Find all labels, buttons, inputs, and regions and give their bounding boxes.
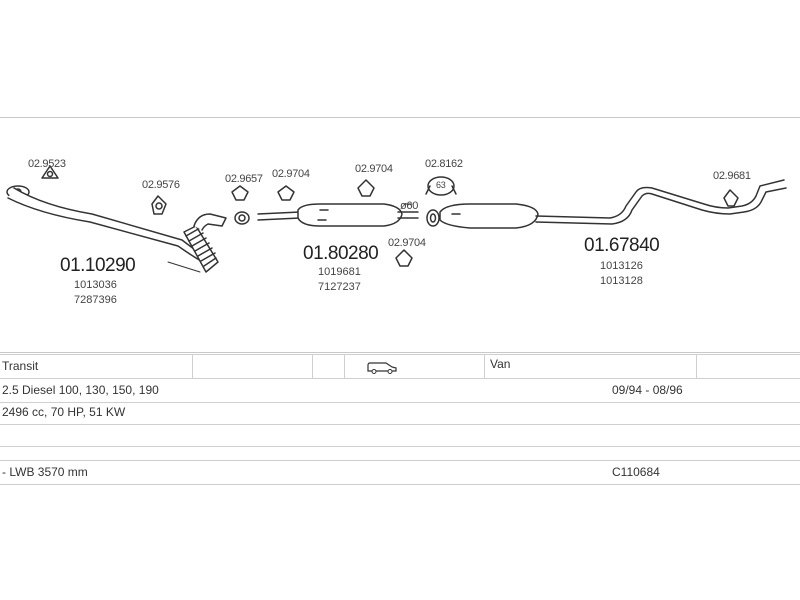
ref-number: 7127237 bbox=[318, 281, 361, 293]
table-row bbox=[0, 424, 800, 447]
van-icon bbox=[366, 360, 398, 377]
front-pipe-refs: 1013036 7287396 bbox=[74, 278, 117, 308]
middle-silencer-part-number: 01.80280 bbox=[303, 243, 379, 264]
clamp-label: 02.9681 bbox=[713, 170, 751, 182]
connector-ring-icon bbox=[234, 211, 250, 225]
clamp-label: 02.9704 bbox=[272, 168, 310, 180]
clamp-label: 02.9704 bbox=[355, 163, 393, 175]
top-frame-line bbox=[0, 117, 800, 118]
body-cell: Van bbox=[490, 357, 511, 371]
column-divider bbox=[312, 355, 313, 379]
ref-number: 7287396 bbox=[74, 294, 117, 306]
bottom-frame-line bbox=[0, 352, 800, 353]
column-divider bbox=[484, 355, 485, 379]
catalog-number-cell: C110684 bbox=[612, 465, 660, 479]
years-cell: 09/94 - 08/96 bbox=[612, 383, 683, 397]
hanger-clamp-icon bbox=[277, 185, 295, 201]
ref-number: 1013036 bbox=[74, 279, 117, 291]
table-row: 2.5 Diesel 100, 130, 150, 190 09/94 - 08… bbox=[0, 378, 800, 403]
table-row: 2496 cc, 70 HP, 51 KW bbox=[0, 402, 800, 425]
hanger-clamp-icon bbox=[395, 249, 413, 267]
clamp-label: 02.9704 bbox=[388, 237, 426, 249]
engine-cell: 2.5 Diesel 100, 130, 150, 190 bbox=[2, 383, 159, 397]
hanger-clamp-icon bbox=[151, 195, 167, 215]
middle-silencer bbox=[297, 203, 403, 227]
ring-diameter-label: ø60 bbox=[400, 200, 419, 212]
gasket-size-label: 63 bbox=[436, 180, 446, 190]
model-cell: Transit bbox=[2, 359, 39, 373]
table-row: - LWB 3570 mm C110684 bbox=[0, 460, 800, 485]
table-row: Transit Van bbox=[0, 354, 800, 379]
flex-pipe-icon bbox=[183, 225, 219, 273]
column-divider bbox=[696, 355, 697, 379]
wheelbase-cell: - LWB 3570 mm bbox=[2, 465, 88, 479]
clamp-label: 02.9576 bbox=[142, 179, 180, 191]
table-bottom-line bbox=[0, 484, 800, 485]
hanger-clamp-icon bbox=[723, 189, 739, 207]
hanger-clamp-icon bbox=[231, 185, 249, 201]
rear-silencer-part-number: 01.67840 bbox=[584, 235, 660, 256]
rear-silencer bbox=[439, 203, 539, 229]
tail-pipe bbox=[535, 179, 787, 225]
front-pipe-part-number: 01.10290 bbox=[60, 255, 136, 276]
ref-number: 1019681 bbox=[318, 266, 361, 278]
gasket-icon bbox=[425, 176, 457, 196]
hanger-clamp-icon bbox=[357, 179, 375, 197]
rear-silencer-refs: 1013126 1013128 bbox=[600, 259, 643, 289]
ref-number: 1013128 bbox=[600, 275, 643, 287]
column-divider bbox=[192, 355, 193, 379]
spec-cell: 2496 cc, 70 HP, 51 KW bbox=[2, 405, 126, 419]
table-row bbox=[0, 446, 800, 461]
column-divider bbox=[344, 355, 345, 379]
clamp-label: 02.9657 bbox=[225, 173, 263, 185]
clamp-label: 02.9523 bbox=[28, 158, 66, 170]
middle-silencer-refs: 1019681 7127237 bbox=[318, 265, 361, 295]
ref-number: 1013126 bbox=[600, 260, 643, 272]
hanger-clamp-icon bbox=[41, 165, 59, 179]
clamp-label: 02.8162 bbox=[425, 158, 463, 170]
connector-ring-icon bbox=[426, 209, 440, 227]
